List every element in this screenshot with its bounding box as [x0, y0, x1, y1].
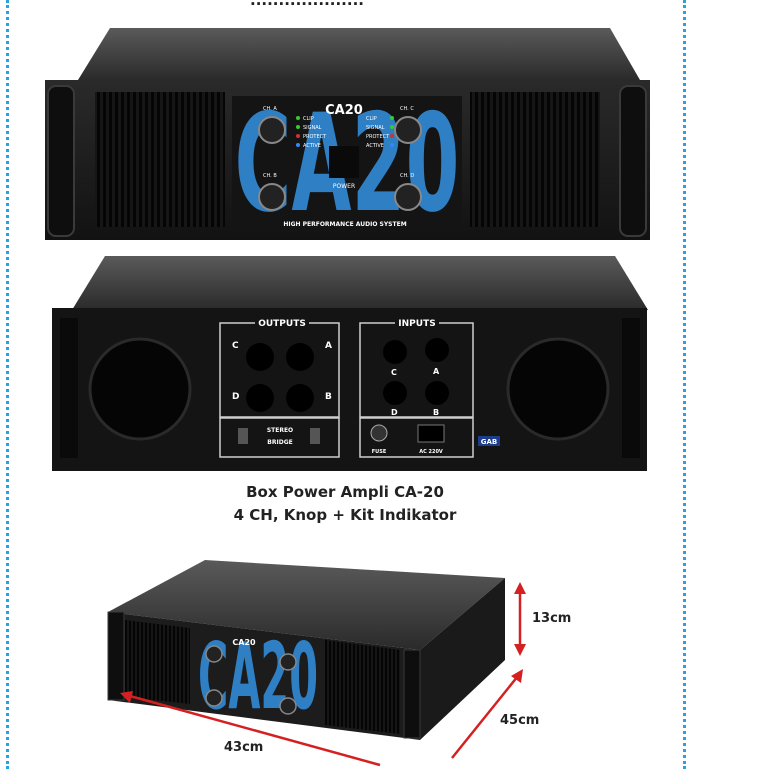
- header-partial-text: ....................: [250, 0, 364, 9]
- perspective-right-side: [420, 578, 505, 740]
- led-label-protect: PROTECT: [303, 134, 327, 140]
- brand-badge-text: GAB: [481, 438, 498, 446]
- input-port-a: [425, 338, 449, 362]
- input-port-c: [383, 340, 407, 364]
- front-handle-right: [619, 85, 647, 237]
- fan-port-right: [506, 337, 610, 441]
- input-letter-b: B: [433, 408, 439, 417]
- front-model-label: CA20: [325, 103, 363, 118]
- output-port-c: [246, 343, 274, 371]
- svg-text:PROTECT: PROTECT: [366, 134, 390, 140]
- power-label: POWER: [333, 183, 355, 190]
- dimension-width-label: 43cm: [224, 740, 264, 755]
- perspective-amplifier: CA20 CA20: [107, 560, 505, 740]
- svg-text:ACTIVE: ACTIVE: [366, 143, 384, 149]
- output-port-d: [246, 384, 274, 412]
- power-section: [359, 417, 474, 458]
- knob-label-ch-d: CH. D: [400, 173, 414, 179]
- ac-inlet: [417, 424, 445, 443]
- front-handle-left: [47, 85, 75, 237]
- perspective-handle-right: [403, 649, 421, 739]
- input-letter-c: C: [391, 368, 397, 377]
- front-amplifier: CA20 CA20 POWER CH. A CH. B CH. C CH. D …: [45, 28, 650, 242]
- caption-line-2: 4 CH, Knop + Kit Indikator: [233, 506, 457, 524]
- outputs-label: OUTPUTS: [258, 319, 306, 329]
- perspective-model-label: CA20: [232, 638, 256, 647]
- bridge-label: BRIDGE: [267, 439, 292, 446]
- output-letter-c: C: [232, 341, 239, 351]
- inputs-label: INPUTS: [398, 319, 435, 329]
- svg-text:CLIP: CLIP: [366, 116, 377, 122]
- brand-badge: [478, 436, 500, 446]
- knob-ch-d[interactable]: [394, 183, 422, 211]
- front-vent-left: [95, 92, 225, 227]
- perspective-vent-right: [325, 640, 400, 734]
- perspective-knob-c: [279, 653, 297, 671]
- front-tagline: HIGH PERFORMANCE AUDIO SYSTEM: [283, 221, 406, 228]
- page-border-right: [683, 0, 686, 769]
- perspective-big-logo: CA20: [198, 623, 318, 730]
- input-port-b: [425, 381, 449, 405]
- knob-ch-c[interactable]: [394, 116, 422, 144]
- fuse-holder[interactable]: [370, 424, 388, 442]
- perspective-knob-d: [279, 697, 297, 715]
- rear-amp-top-cover: [72, 256, 648, 310]
- knob-label-ch-c: CH. C: [400, 106, 414, 112]
- knob-label-ch-b: CH. B: [263, 173, 277, 179]
- input-port-d: [383, 381, 407, 405]
- knob-label-ch-a: CH. A: [263, 106, 277, 112]
- led-label-signal: SIGNAL: [303, 125, 322, 131]
- output-letter-a: A: [325, 341, 332, 351]
- rear-amplifier: OUTPUTS C A D B STEREO BRIDGE INPUTS C A…: [52, 256, 648, 471]
- led-label-clip: CLIP: [303, 116, 314, 122]
- mode-switch-right[interactable]: [310, 428, 320, 444]
- led-label-active: ACTIVE: [303, 143, 321, 149]
- dimension-depth-arrow: [451, 669, 523, 759]
- rear-side-rail-right: [622, 318, 640, 458]
- led-indicators-right: CLIP SIGNAL PROTECT ACTIVE: [366, 116, 394, 149]
- fuse-label: FUSE: [372, 449, 387, 455]
- output-letter-b: B: [325, 392, 332, 402]
- page-border-left: [6, 0, 9, 769]
- dimension-depth-label: 45cm: [500, 713, 540, 728]
- ac-label: AC 220V: [419, 449, 443, 455]
- knob-ch-b[interactable]: [258, 183, 286, 211]
- output-letter-d: D: [232, 392, 239, 402]
- mode-switch-left[interactable]: [238, 428, 248, 444]
- perspective-knob-b: [205, 689, 223, 707]
- led-indicators-left: CLIP SIGNAL PROTECT ACTIVE: [296, 116, 327, 149]
- dimension-height-arrow: [514, 582, 526, 656]
- output-port-b: [286, 384, 314, 412]
- front-amp-top-cover: [78, 28, 640, 80]
- mode-switch-section: [219, 417, 340, 458]
- svg-text:SIGNAL: SIGNAL: [366, 125, 385, 131]
- dimension-width-arrow: [120, 691, 381, 767]
- perspective-handle-left: [107, 611, 125, 701]
- input-letter-d: D: [391, 408, 398, 417]
- fan-port-left: [88, 337, 192, 441]
- knob-ch-a[interactable]: [258, 116, 286, 144]
- front-vent-right: [470, 92, 600, 227]
- dimension-height-label: 13cm: [532, 611, 572, 626]
- output-port-a: [286, 343, 314, 371]
- perspective-top-cover: [108, 560, 505, 650]
- rear-side-rail-left: [60, 318, 78, 458]
- caption-line-1: Box Power Ampli CA-20: [246, 483, 444, 501]
- stereo-label: STEREO: [267, 427, 293, 434]
- perspective-vent-left: [125, 620, 190, 704]
- perspective-knob-a: [205, 645, 223, 663]
- power-window: [329, 146, 359, 178]
- input-letter-a: A: [433, 367, 440, 376]
